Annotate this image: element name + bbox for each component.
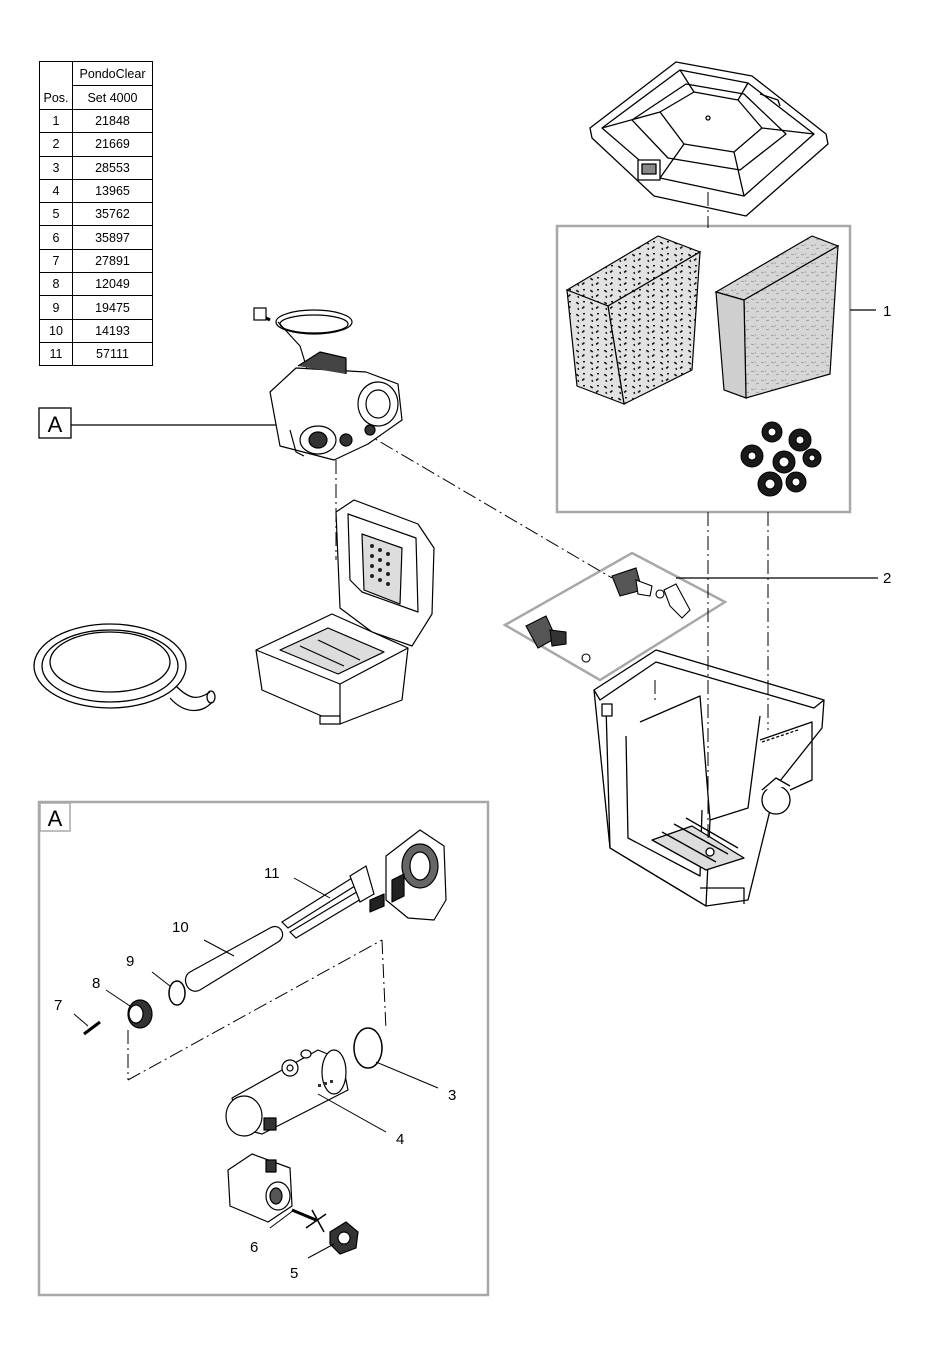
callout-8: 8 xyxy=(92,975,100,992)
callout-4: 4 xyxy=(396,1131,404,1148)
callout-9: 9 xyxy=(126,953,134,970)
coarse-filter-sponge xyxy=(567,236,700,404)
callout-5: 5 xyxy=(290,1265,298,1282)
leader-line-10 xyxy=(204,940,234,956)
callout-2: 2 xyxy=(883,570,891,587)
detail-guide-lines xyxy=(128,940,386,1080)
leader-line-3 xyxy=(376,1062,438,1088)
fine-filter-sponge xyxy=(716,236,838,398)
uvc-housing xyxy=(226,1050,348,1136)
leader-line-11 xyxy=(294,878,330,898)
screw xyxy=(84,1022,100,1034)
detail-tag: A xyxy=(48,412,63,437)
lamp-socket xyxy=(370,830,446,920)
o-ring xyxy=(169,981,185,1005)
impeller-nut xyxy=(330,1222,358,1254)
uvc-clarifier-unit xyxy=(270,352,402,460)
bio-balls xyxy=(741,422,821,496)
hose-tail-1 xyxy=(612,568,690,618)
filter-container xyxy=(594,650,824,906)
callout-10: 10 xyxy=(172,919,189,936)
callout-6: 6 xyxy=(250,1239,258,1256)
detail-box-label: A xyxy=(48,806,63,831)
leader-line-7 xyxy=(74,1014,88,1026)
callout-7: 7 xyxy=(54,997,62,1014)
leader-line-8 xyxy=(106,990,130,1006)
union-nut xyxy=(128,1000,152,1028)
rotor-housing xyxy=(228,1154,326,1232)
callout-1: 1 xyxy=(883,303,891,320)
filter-housing xyxy=(256,500,434,724)
callout-3: 3 xyxy=(448,1087,456,1104)
quartz-glass xyxy=(185,927,282,992)
housing-o-ring xyxy=(354,1028,382,1068)
leader-line-5 xyxy=(308,1244,334,1258)
leader-line-4 xyxy=(318,1094,386,1132)
filter-lid xyxy=(590,62,828,216)
leader-line-9 xyxy=(152,972,170,986)
callout-11: 11 xyxy=(264,865,280,882)
uv-lamp xyxy=(282,866,374,938)
garden-hose xyxy=(34,624,215,711)
